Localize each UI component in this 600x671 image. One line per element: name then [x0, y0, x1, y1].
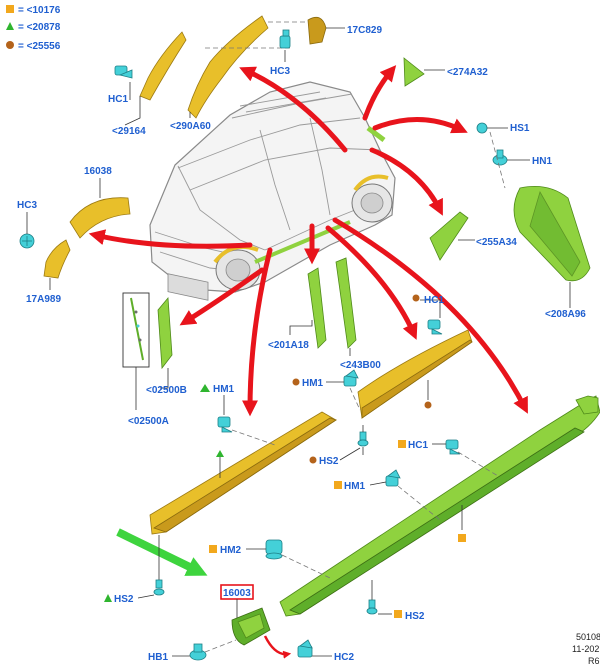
hm1-mid-circle-marker — [292, 378, 300, 386]
label-243B00: <243B00 — [340, 360, 381, 371]
front-door-lower-moulding — [307, 267, 327, 349]
label-16038: 16038 — [84, 166, 112, 177]
mid-triangle-marker — [216, 450, 224, 457]
red-arrows — [88, 65, 528, 659]
label-hc1-left: HC1 — [108, 94, 128, 105]
rear-door-lower-moulding — [335, 257, 357, 349]
front-wheel-arch-moulding — [69, 197, 131, 239]
label-29164: <29164 — [112, 126, 146, 137]
clip-hc3-top — [279, 29, 291, 49]
label-hs2-mid: HS2 — [319, 456, 339, 467]
label-hc1-mid: HC1 — [424, 295, 444, 306]
hc1-low-square-marker — [398, 440, 406, 448]
label-274A32: <274A32 — [447, 67, 488, 78]
legend-square-icon — [6, 5, 14, 13]
vehicle-grille — [167, 273, 209, 301]
label-16003: 16003 — [223, 588, 251, 599]
clip-hb1 — [189, 643, 207, 661]
footer-code: 50108 — [576, 632, 600, 642]
clip-hm1-left — [217, 416, 233, 433]
clip-hs1 — [476, 122, 488, 134]
clip-hs2-left — [153, 579, 165, 596]
hm2-square-marker — [209, 545, 217, 553]
legend-text-1: = <10176 — [18, 5, 61, 16]
clip-hc2 — [297, 639, 313, 658]
label-hs2-right: HS2 — [405, 611, 425, 622]
detail-inset-box — [122, 292, 150, 368]
label-hs2-left: HS2 — [114, 594, 134, 605]
label-hc3-top: HC3 — [270, 66, 290, 77]
small-red-arrow — [263, 635, 292, 659]
label-02500A: <02500A — [128, 416, 169, 427]
label-17A989: 17A989 — [26, 294, 61, 305]
rocker-circle-marker — [424, 401, 432, 409]
b-pillar-trim-front — [157, 296, 173, 370]
label-hm2: HM2 — [220, 545, 242, 556]
label-hc2: HC2 — [334, 652, 354, 663]
label-hs1: HS1 — [510, 123, 530, 134]
clip-hm1-mid — [343, 369, 359, 387]
label-hm1-left: HM1 — [213, 384, 235, 395]
label-hm1-low: HM1 — [344, 481, 366, 492]
front-wheel-arch-moulding-upper — [139, 31, 187, 101]
rocker-square-marker — [458, 534, 466, 542]
hs2-mid-circle-marker — [309, 456, 317, 464]
rocker-end-cap — [575, 395, 599, 415]
rear-wheel-arch-moulding-upper — [187, 15, 269, 119]
hm1-low-square-marker — [334, 481, 342, 489]
rear-quarter-trim-piece — [403, 57, 425, 87]
label-02500B: <02500B — [146, 385, 187, 396]
clip-hs2-right — [366, 599, 378, 615]
clip-hs2-mid — [357, 431, 369, 447]
label-201A18: <201A18 — [268, 340, 309, 351]
legend-text-3: = <25556 — [18, 41, 61, 52]
legend-text-2: = <20878 — [18, 22, 61, 33]
footer-rev: R6 — [588, 656, 600, 666]
rear-door-lower-trim — [429, 211, 469, 261]
rocker-panel-moulding — [279, 395, 600, 617]
label-hb1: HB1 — [148, 652, 168, 663]
label-290A60: <290A60 — [170, 121, 211, 132]
legend-circle-icon — [6, 41, 14, 49]
vehicle-drawing — [149, 81, 396, 301]
hs2-right-square-marker — [394, 610, 402, 618]
vehicle-rear-arch-trim — [353, 174, 389, 192]
label-hn1: HN1 — [532, 156, 552, 167]
front-wheel-arch-moulding-lower — [43, 239, 71, 279]
vehicle-rear-trim — [366, 126, 386, 142]
label-255A34: <255A34 — [476, 237, 517, 248]
clip-hc3-left — [19, 233, 35, 249]
clip-hm1-low — [385, 469, 401, 487]
clip-hc1-left — [114, 65, 133, 79]
clip-hc1-low — [445, 439, 461, 455]
label-208A96: <208A96 — [545, 309, 586, 320]
legend-triangle-icon — [6, 22, 14, 30]
clip-hc1-mid — [427, 319, 443, 335]
rear-arch-cap — [307, 16, 327, 45]
legend: = <10176 = <20878 = <25556 — [6, 5, 61, 52]
hm1-left-triangle-marker — [200, 384, 210, 392]
label-hm1-mid: HM1 — [302, 378, 324, 389]
label-hc3-left: HC3 — [17, 200, 37, 211]
footer-date: 11-202 — [572, 644, 599, 654]
hs2-left-triangle-marker — [104, 594, 112, 602]
hc1-mid-circle-marker — [412, 294, 420, 302]
label-17C829: 17C829 — [347, 25, 382, 36]
clip-hm2 — [265, 539, 283, 560]
label-hc1-low: HC1 — [408, 440, 428, 451]
